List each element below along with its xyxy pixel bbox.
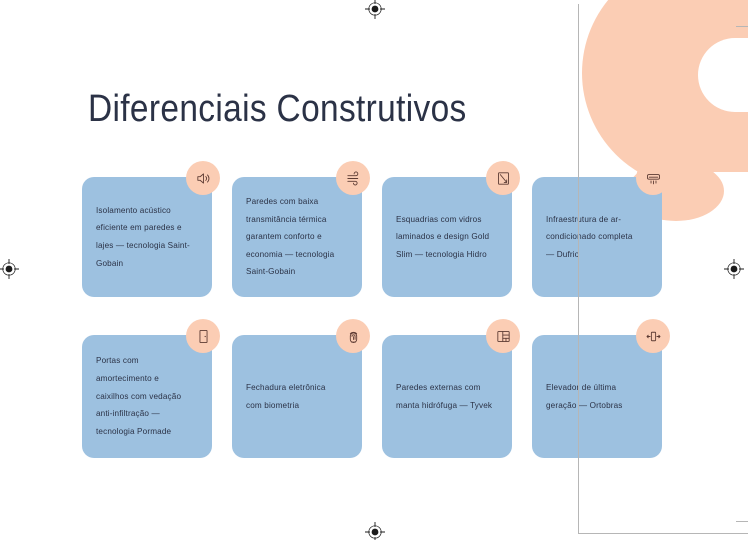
card-text: Elevador de última geração — Ortobras [546, 381, 623, 410]
registration-mark-left [0, 258, 20, 280]
card-isolamento-acustico[interactable]: Isolamento acústico eficiente em paredes… [82, 161, 220, 297]
wind-air-icon [336, 161, 370, 195]
card-transmitancia-termica[interactable]: Paredes com baixa transmitância térmica … [232, 161, 370, 297]
card-text: Infraestrutura de ar-condicionado comple… [546, 213, 633, 259]
card-esquadrias-vidros[interactable]: Esquadrias com vidros laminados e design… [382, 161, 520, 297]
card-text: Isolamento acústico eficiente em paredes… [96, 204, 190, 268]
card-row-bottom: Portas com amortecimento e caixilhos com… [82, 319, 670, 458]
card-manta-hidrofuga[interactable]: Paredes externas com manta hidrófuga — T… [382, 319, 520, 458]
elevator-arrows-icon [636, 319, 670, 353]
card-text: Portas com amortecimento e caixilhos com… [96, 355, 182, 436]
registration-mark-top [364, 0, 386, 20]
differentiators-grid: Isolamento acústico eficiente em paredes… [82, 161, 670, 458]
decorative-arc-shape [558, 0, 748, 172]
card-text: Esquadrias com vidros laminados e design… [396, 213, 490, 259]
card-text: Fechadura eletrônica com biometria [246, 381, 326, 410]
crop-tick-bottom-right [736, 521, 748, 522]
door-icon [186, 319, 220, 353]
speaker-sound-icon [186, 161, 220, 195]
card-text: Paredes externas com manta hidrófuga — T… [396, 381, 493, 410]
wall-layers-icon [486, 319, 520, 353]
card-text: Paredes com baixa transmitância térmica … [246, 195, 335, 277]
card-portas-amortecimento[interactable]: Portas com amortecimento e caixilhos com… [82, 319, 220, 458]
card-fechadura-biometrica[interactable]: Fechadura eletrônica com biometria [232, 319, 370, 458]
fingerprint-icon [336, 319, 370, 353]
registration-mark-bottom [364, 521, 386, 540]
registration-mark-right [723, 258, 745, 280]
crop-guide-horizontal [578, 533, 748, 534]
air-conditioner-icon [636, 161, 670, 195]
card-elevador[interactable]: Elevador de última geração — Ortobras [532, 319, 670, 458]
window-frame-icon [486, 161, 520, 195]
page-title: Diferenciais Construtivos [88, 88, 467, 130]
card-ar-condicionado[interactable]: Infraestrutura de ar-condicionado comple… [532, 161, 670, 297]
crop-guide-vertical [578, 4, 579, 534]
crop-tick-top-right [736, 26, 748, 27]
card-row-top: Isolamento acústico eficiente em paredes… [82, 161, 670, 297]
